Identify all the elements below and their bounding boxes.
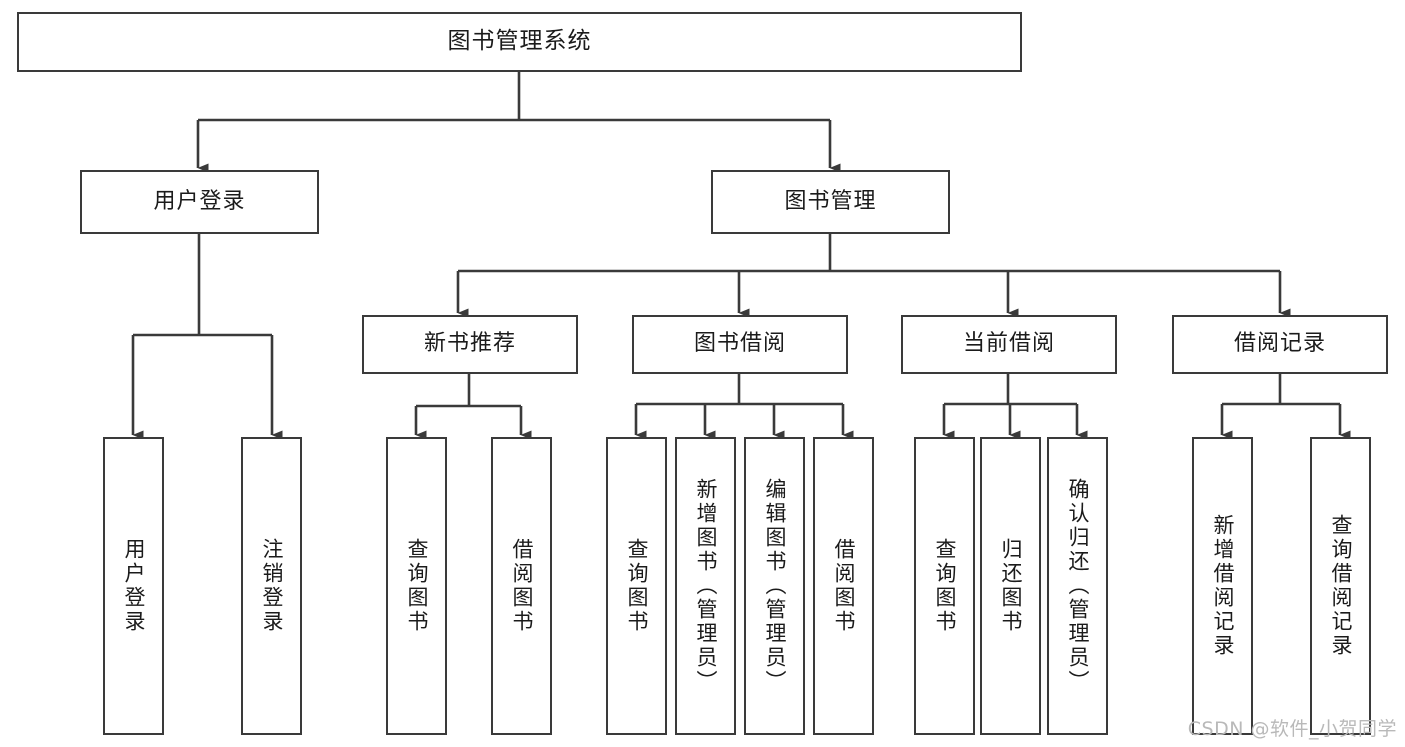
node-label: 当前借阅 xyxy=(962,331,1055,357)
csdn-watermark: CSDN @软件_小贺同学 xyxy=(1187,718,1397,740)
node-label: 图书管理系统 xyxy=(447,28,592,55)
node-label: 确认归还（管理员） xyxy=(1066,478,1090,694)
node-label: 新增图书（管理员） xyxy=(694,478,718,694)
node-book-management[interactable]: 图书管理 xyxy=(711,170,950,234)
node-new-book-recommend[interactable]: 新书推荐 xyxy=(362,315,578,374)
leaf-user-login[interactable]: 用户登录 xyxy=(103,437,164,735)
node-label: 新增借阅记录 xyxy=(1211,514,1235,658)
node-label: 归还图书 xyxy=(999,538,1023,634)
node-label: 新书推荐 xyxy=(423,331,516,357)
node-label: 借阅记录 xyxy=(1233,331,1326,357)
leaf-add-borrow-record[interactable]: 新增借阅记录 xyxy=(1192,437,1253,735)
node-label: 注销登录 xyxy=(260,538,284,634)
node-borrow-record[interactable]: 借阅记录 xyxy=(1172,315,1388,374)
node-label: 借阅图书 xyxy=(832,538,856,634)
node-label: 图书管理 xyxy=(784,188,877,214)
leaf-borrow-book[interactable]: 借阅图书 xyxy=(813,437,874,735)
leaf-logout[interactable]: 注销登录 xyxy=(241,437,302,735)
node-label: 编辑图书（管理员） xyxy=(763,478,787,694)
node-label: 用户登录 xyxy=(122,538,146,634)
leaf-query-book-borrow[interactable]: 查询图书 xyxy=(606,437,667,735)
leaf-query-borrow-record[interactable]: 查询借阅记录 xyxy=(1310,437,1371,735)
leaf-borrow-book-recommend[interactable]: 借阅图书 xyxy=(491,437,552,735)
node-label: 查询借阅记录 xyxy=(1329,514,1353,658)
leaf-query-book-current[interactable]: 查询图书 xyxy=(914,437,975,735)
node-root-book-management-system[interactable]: 图书管理系统 xyxy=(17,12,1022,72)
node-label: 查询图书 xyxy=(625,538,649,634)
node-label: 查询图书 xyxy=(405,538,429,634)
node-current-borrow[interactable]: 当前借阅 xyxy=(901,315,1117,374)
node-label: 查询图书 xyxy=(933,538,957,634)
leaf-edit-book-admin[interactable]: 编辑图书（管理员） xyxy=(744,437,805,735)
leaf-confirm-return-admin[interactable]: 确认归还（管理员） xyxy=(1047,437,1108,735)
node-label: 用户登录 xyxy=(153,188,246,214)
node-book-borrow[interactable]: 图书借阅 xyxy=(632,315,848,374)
leaf-return-book[interactable]: 归还图书 xyxy=(980,437,1041,735)
node-user-login[interactable]: 用户登录 xyxy=(80,170,319,234)
node-label: 图书借阅 xyxy=(693,331,786,357)
leaf-add-book-admin[interactable]: 新增图书（管理员） xyxy=(675,437,736,735)
node-label: 借阅图书 xyxy=(510,538,534,634)
leaf-query-book-recommend[interactable]: 查询图书 xyxy=(386,437,447,735)
